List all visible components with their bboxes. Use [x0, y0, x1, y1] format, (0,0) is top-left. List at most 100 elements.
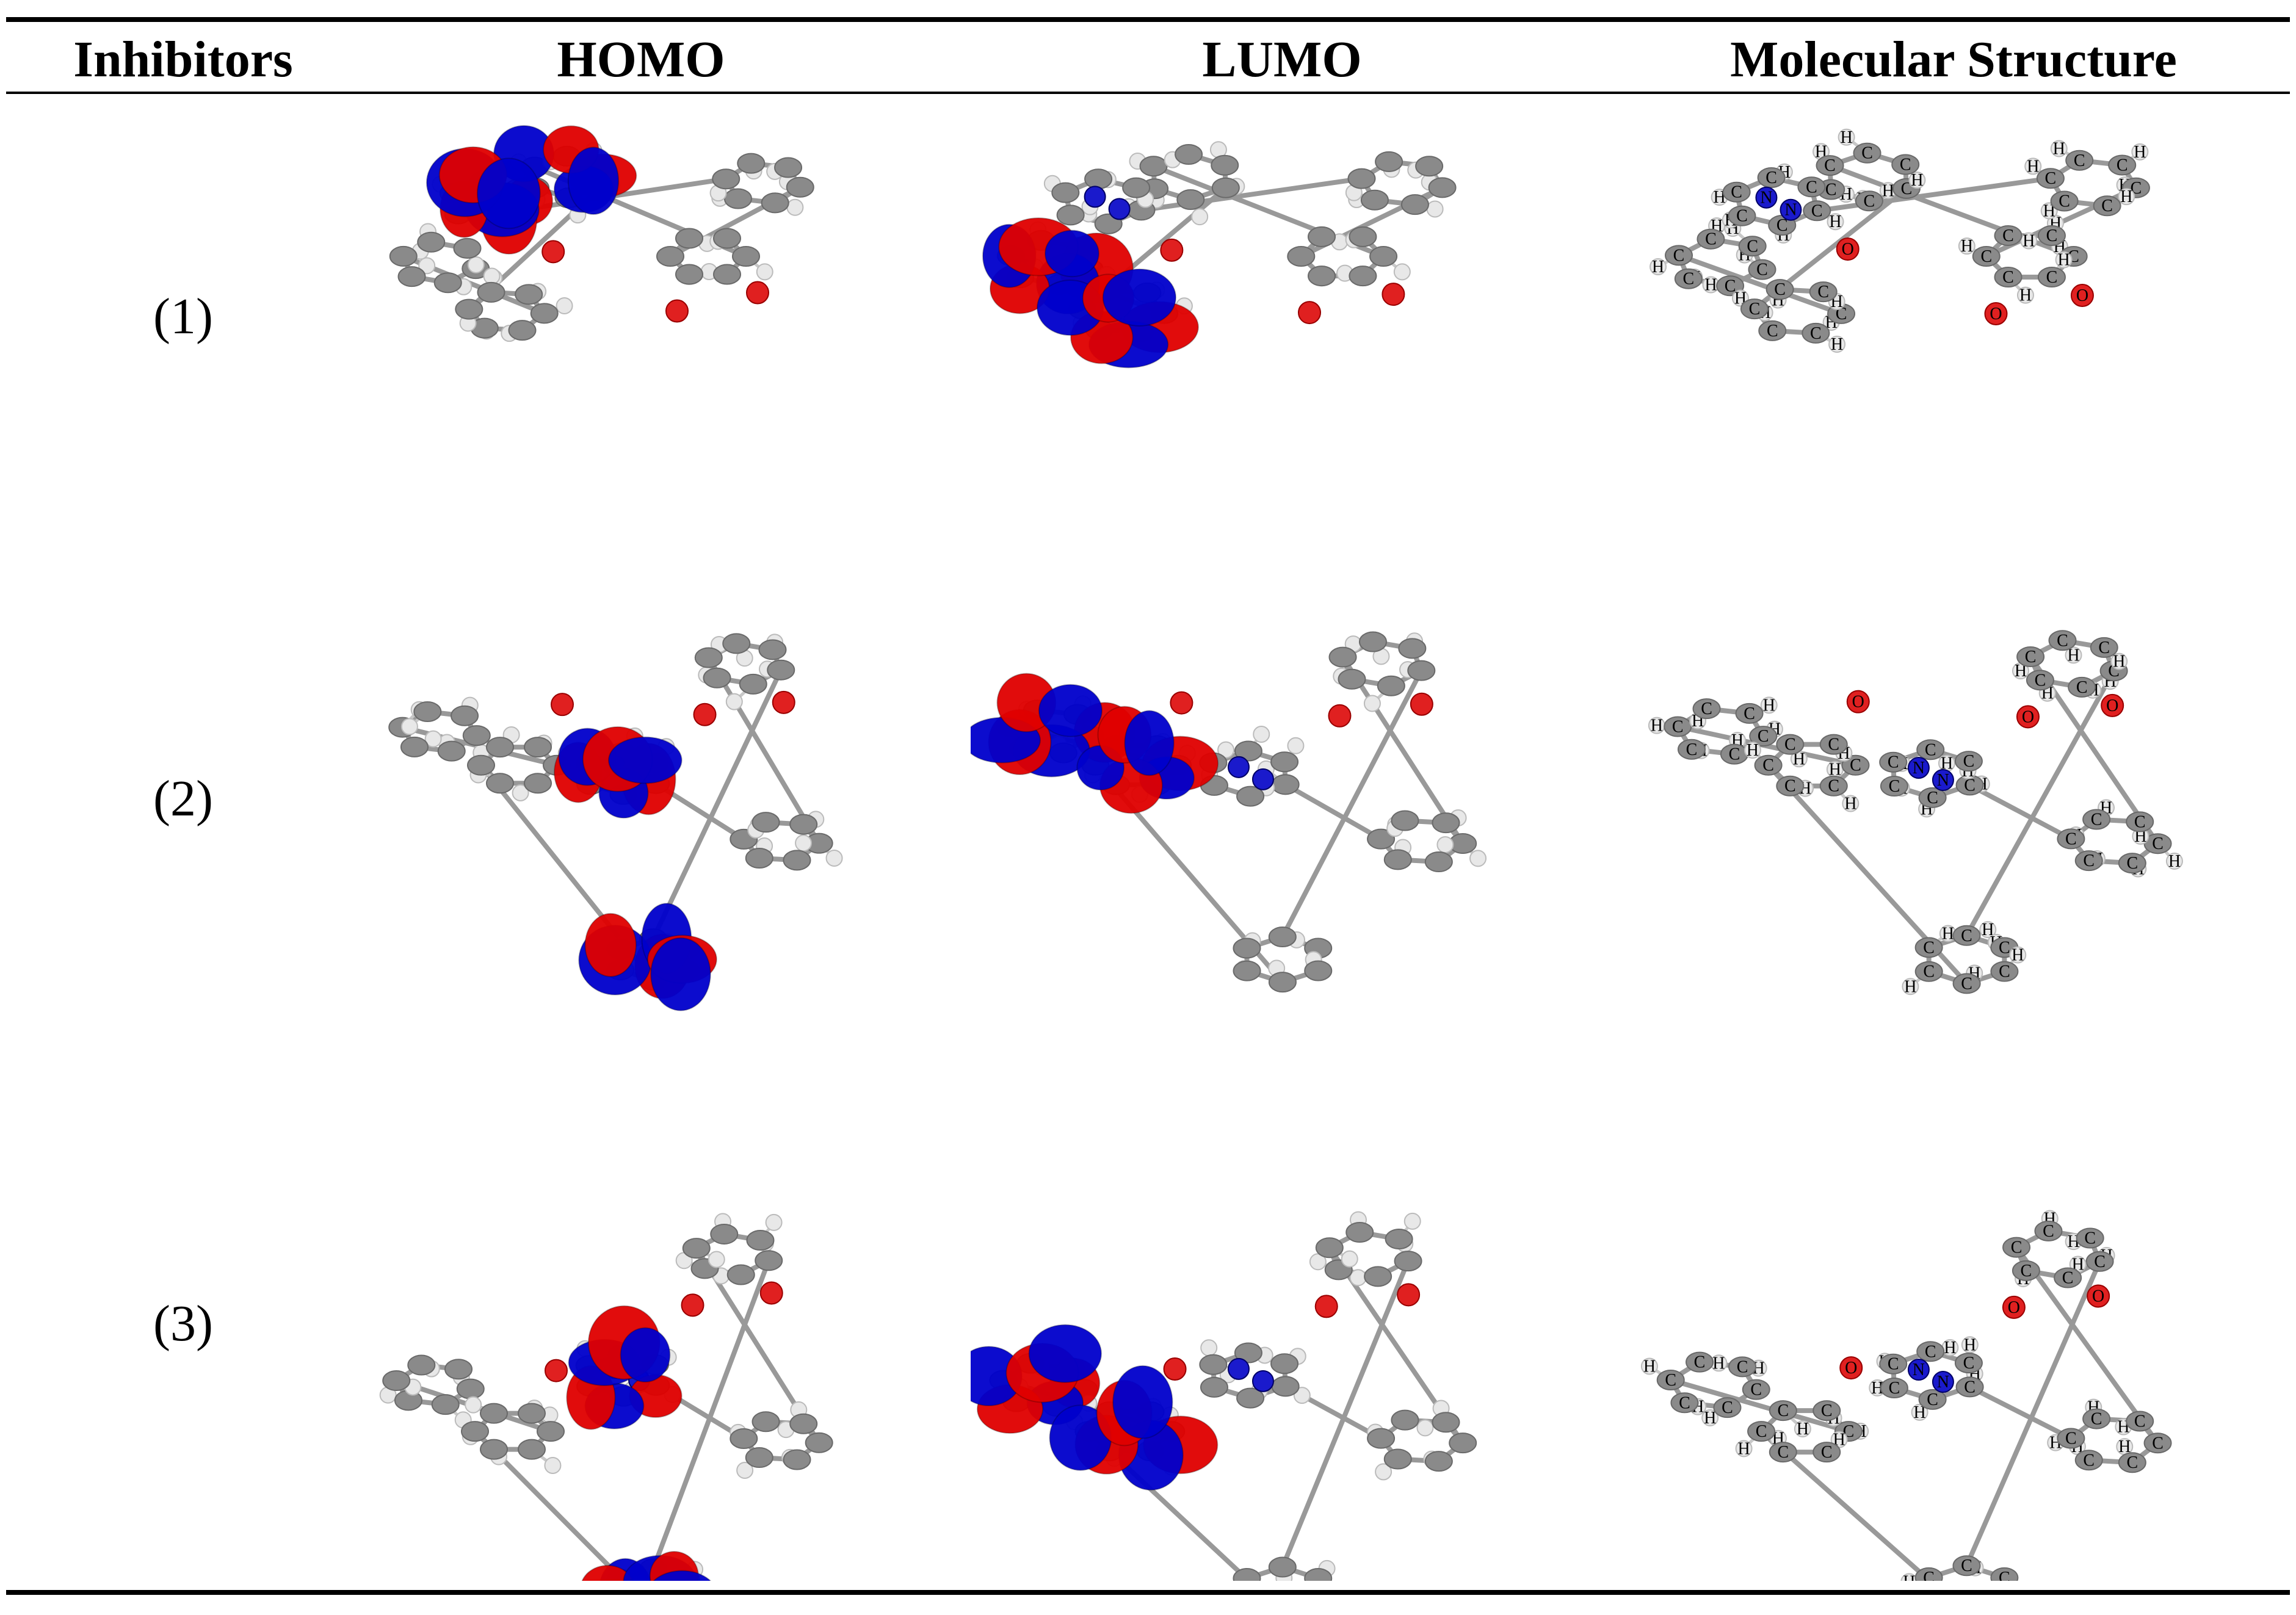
- orbital-lobe-positive: [581, 1564, 634, 1581]
- header-lumo: LUMO: [1202, 31, 1362, 88]
- hydrogen-atom: [786, 198, 804, 216]
- nitrogen-atom: [1251, 768, 1274, 790]
- carbon-label: C: [1963, 1354, 1975, 1373]
- carbon-atom: [433, 272, 462, 294]
- hydrogen-atom: [765, 1213, 783, 1231]
- oxygen-atom: [1163, 1357, 1187, 1381]
- carbon-atom: [1270, 1353, 1299, 1375]
- carbon-atom: [1809, 281, 1838, 303]
- carbon-label: C: [1694, 1353, 1706, 1372]
- hydrogen-label: H: [1704, 1409, 1716, 1428]
- lumo-image-3: [971, 1068, 1581, 1581]
- oxygen-atom: [759, 1281, 783, 1305]
- carbon-atom: [1802, 322, 1830, 344]
- hydrogen-label: H: [2118, 1437, 2131, 1456]
- carbon-atom: [2048, 630, 2077, 651]
- hydrogen-label: H: [1651, 717, 1663, 735]
- hydrogen-atom: [1828, 335, 1846, 353]
- hydrogen-atom: [1979, 921, 1997, 939]
- carbon-atom: [1056, 204, 1085, 226]
- hydrogen-atom: [1403, 1212, 1421, 1230]
- hydrogen-label: H: [1652, 258, 1664, 276]
- nitrogen-label: N: [1784, 201, 1797, 220]
- carbon-atom: [1749, 726, 1778, 747]
- carbon-label: C: [1665, 1371, 1676, 1390]
- hydrogen-label: H: [2053, 140, 2065, 159]
- carbon-atom: [2085, 1251, 2114, 1272]
- carbon-atom: [2037, 267, 2066, 288]
- hydrogen-atom: [1309, 1253, 1327, 1271]
- carbon-atom: [1674, 268, 1703, 289]
- hydrogen-atom: [2024, 157, 2042, 175]
- carbon-atom: [1304, 960, 1333, 981]
- carbon-atom: [1692, 698, 1721, 720]
- carbon-atom: [1398, 638, 1427, 659]
- hydrogen-atom: [825, 850, 843, 867]
- carbon-atom: [1954, 1353, 1983, 1374]
- header-molecular-structure: Molecular Structure: [1730, 31, 2177, 88]
- carbon-atom: [397, 266, 426, 287]
- carbon-atom: [767, 659, 795, 681]
- carbon-atom: [1891, 154, 1920, 175]
- carbon-label: C: [2074, 151, 2085, 170]
- hydrogen-atom: [2131, 143, 2149, 161]
- hydrogen-atom: [2050, 140, 2068, 157]
- hydrogen-atom: [2118, 188, 2135, 206]
- carbon-atom: [1377, 675, 1405, 696]
- carbon-atom: [739, 673, 767, 695]
- carbon-atom: [1328, 646, 1357, 668]
- carbon-label: C: [1864, 192, 1875, 211]
- orbital-lobe-negative: [1124, 710, 1175, 776]
- carbon-atom: [1916, 1341, 1945, 1362]
- header-inhibitors: Inhibitors: [73, 31, 293, 88]
- oxygen-label: O: [2076, 286, 2088, 305]
- carbon-label: C: [2059, 192, 2070, 211]
- carbon-label: C: [1999, 1569, 2010, 1581]
- carbon-atom: [1367, 1428, 1396, 1449]
- hydrogen-atom: [1842, 795, 1860, 812]
- carbon-atom: [1211, 177, 1240, 198]
- carbon-label: C: [1923, 963, 1935, 981]
- carbon-atom: [2065, 150, 2094, 171]
- carbon-atom: [451, 705, 479, 726]
- carbon-label: C: [2065, 829, 2077, 848]
- carbon-label: C: [1722, 1398, 1733, 1417]
- carbon-atom: [1757, 167, 1786, 189]
- carbon-atom: [1677, 739, 1706, 760]
- oxygen-atom: [541, 240, 565, 264]
- hydrogen-atom: [1640, 1357, 1658, 1375]
- carbon-atom: [1972, 246, 2001, 267]
- carbon-atom: [1813, 1400, 1841, 1422]
- carbon-atom: [723, 188, 752, 209]
- hydrogen-atom: [1393, 263, 1411, 281]
- carbon-label: C: [1821, 1401, 1833, 1420]
- homo-image-1: [366, 110, 928, 525]
- orbital-lobe-negative: [1028, 1324, 1103, 1383]
- carbon-label: C: [1888, 753, 1899, 772]
- hydrogen-label: H: [2012, 946, 2024, 965]
- carbon-atom: [1918, 1389, 1947, 1410]
- carbon-atom: [417, 231, 446, 253]
- carbon-atom: [453, 237, 482, 259]
- hydrogen-label: H: [1941, 754, 1953, 773]
- carbon-atom: [1853, 142, 1881, 164]
- carbon-atom: [1952, 1555, 1981, 1577]
- carbon-atom: [730, 1428, 758, 1449]
- carbon-atom: [389, 245, 418, 267]
- bond: [1284, 782, 1383, 842]
- orbital-lobe-negative: [1038, 684, 1103, 737]
- hydrogen-label: H: [1829, 761, 1841, 779]
- carbon-atom: [1432, 812, 1460, 834]
- carbon-label: C: [2083, 851, 2095, 870]
- carbon-atom: [461, 1421, 489, 1442]
- carbon-atom: [1304, 1567, 1333, 1581]
- homo-image-2: [366, 537, 928, 1025]
- hydrogen-atom: [1469, 850, 1487, 867]
- hydrogen-label: H: [1712, 1354, 1725, 1373]
- carbon-atom: [2057, 1428, 2085, 1449]
- carbon-atom: [1349, 266, 1377, 287]
- carbon-label: C: [1776, 216, 1788, 235]
- bond: [1670, 1378, 1850, 1434]
- carbon-atom: [1424, 1451, 1453, 1472]
- carbon-label: C: [1806, 178, 1817, 197]
